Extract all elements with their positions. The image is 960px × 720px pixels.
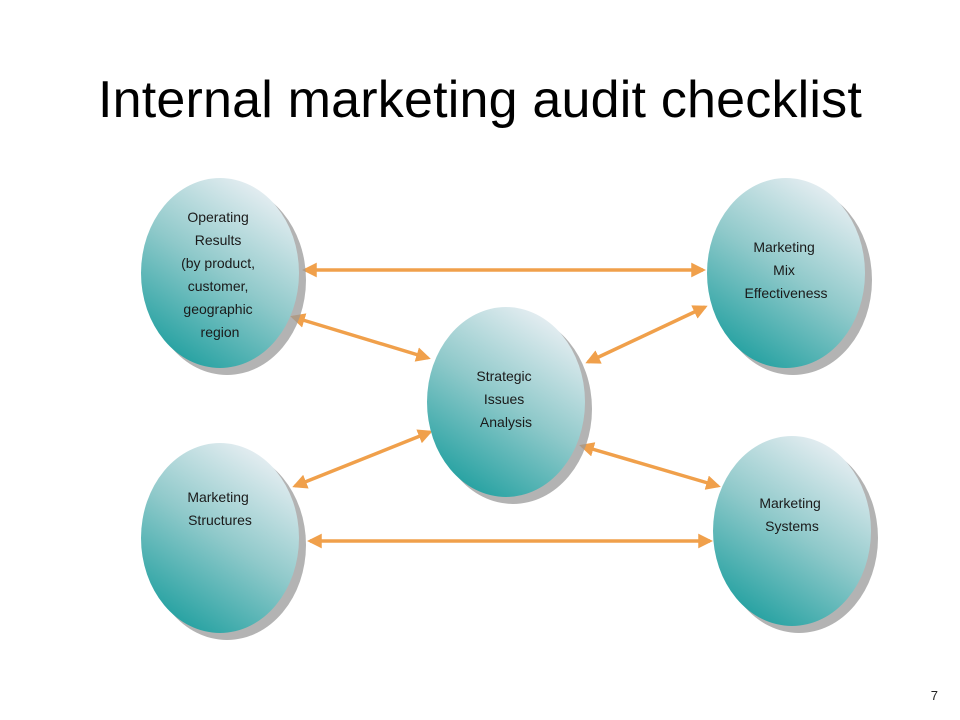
node-label-line: Strategic <box>476 368 531 384</box>
svg-text:Strategic Issues A: Strategic Issues Analysis <box>476 368 535 430</box>
node-marketing-mix: Marketing Mix Effectiveness <box>707 178 872 375</box>
node-label-line: Effectiveness <box>744 285 827 301</box>
node-operating-results: Operating Results (by product, customer,… <box>141 178 306 375</box>
page-number: 7 <box>930 688 938 703</box>
node-strategic-issues: Strategic Issues Analysis <box>427 307 592 504</box>
svg-text:Operating Results: Operating Results (by product, customer,… <box>181 209 259 340</box>
arrow-strategic-to-systems <box>579 442 721 490</box>
node-label-line: customer, <box>188 278 249 294</box>
node-label-line: geographic <box>183 301 252 317</box>
node-label-line: Operating <box>187 209 248 225</box>
node-marketing-structures: Marketing Structures <box>141 443 306 640</box>
svg-text:Marketing Structures: Marketing Structures <box>187 489 252 528</box>
node-label-line: Mix <box>773 262 795 278</box>
node-label-line: Systems <box>765 518 819 534</box>
node-label-line: Marketing <box>753 239 814 255</box>
node-label-line: (by product, <box>181 255 255 271</box>
node-label-line: Structures <box>188 512 252 528</box>
node-label-line: Analysis <box>480 414 532 430</box>
node-label-line: Results <box>195 232 242 248</box>
node-label-line: Marketing <box>759 495 820 511</box>
node-label-line: region <box>201 324 240 340</box>
arrow-operating-to-strategic <box>290 313 431 362</box>
arrow-mix-to-strategic <box>585 305 708 364</box>
svg-text:Marketing Systems: Marketing Systems <box>759 495 824 534</box>
slide-title: Internal marketing audit checklist <box>97 71 863 129</box>
arrow-structures-to-strategic <box>292 429 433 489</box>
node-label-line: Issues <box>484 391 524 407</box>
node-marketing-systems: Marketing Systems <box>713 436 878 633</box>
svg-text:Marketing Mix Effe: Marketing Mix Effectiveness <box>744 239 827 301</box>
node-label-line: Marketing <box>187 489 248 505</box>
